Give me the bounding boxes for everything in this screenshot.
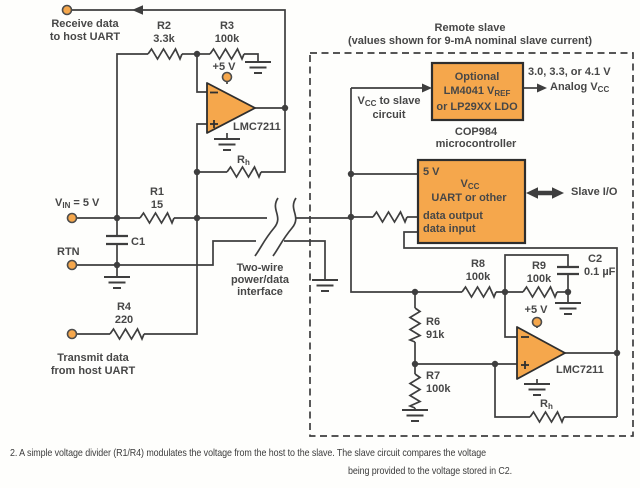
opamp-slave (516, 326, 566, 380)
ground-rtn (103, 276, 131, 289)
ldo-line3: or LP29XX LDO (436, 101, 518, 113)
ground-opamp-slave (523, 383, 551, 396)
resistor-r7 (409, 373, 421, 409)
host-supply-label: +5 V (212, 61, 236, 73)
vcc-feed-arrow-icon (422, 83, 432, 93)
remote-slave-title: Remote slave (434, 22, 506, 34)
ground-c2 (554, 302, 582, 315)
ldo-output-voltages: 3.0, 3.3, or 4.1 V (528, 66, 611, 78)
mcu-block (416, 158, 527, 245)
resistor-r9 (522, 286, 558, 298)
c1-label: C1 (131, 236, 146, 248)
ground-r7 (401, 409, 429, 422)
c2-value-label: 0.1 µF (584, 266, 616, 278)
mcu-pin-data-input: data input (423, 223, 476, 235)
mcu-title-line2: microcontroller (435, 138, 517, 150)
terminals (61, 4, 543, 340)
resistor-rh-host (226, 166, 262, 178)
slave-io-arrow-icon (526, 187, 564, 199)
slave-rh-label: Rh (540, 398, 553, 411)
resistor-r3 (209, 48, 245, 60)
slave-opamp-label: LMC7211 (556, 364, 604, 376)
slave-io-label: Slave I/O (571, 186, 618, 198)
resistor-r2 (147, 48, 183, 60)
slave-supply-label: +5 V (524, 304, 548, 316)
resistor-rh-slave (529, 411, 565, 423)
ldo-output-arrow-icon (537, 83, 547, 93)
receive-direction-arrow-icon (132, 5, 143, 15)
resistor-r1 (139, 212, 175, 224)
rtn-terminal-icon (66, 259, 78, 271)
mcu-desc-label: UART or other (431, 192, 507, 204)
ldo-line2: LM4041 VREF (443, 85, 511, 98)
mcu-pin-5v: 5 V (423, 166, 440, 178)
slave-supply-terminal-icon (531, 316, 543, 328)
ground-interface (311, 279, 339, 292)
ground-opamp-host (213, 138, 241, 151)
vin-label: VIN = 5 V (55, 197, 100, 210)
resistor-r8 (461, 286, 497, 298)
resistor-r6 (409, 307, 421, 343)
host-supply-terminal-icon (221, 71, 233, 83)
vcc-feed-label: VCC to slave (357, 95, 421, 108)
vcc-feed-label-line2: circuit (372, 109, 406, 121)
transmit-terminal-icon (66, 328, 78, 340)
ground-r3 (244, 61, 272, 74)
remote-slave-subtitle: (values shown for 9-mA nominal slave cur… (347, 35, 593, 47)
interface-break-squiggle-icon (254, 197, 297, 257)
vin-terminal-icon (66, 212, 78, 224)
opamp-host (206, 82, 256, 139)
host-rh-label: Rh (237, 154, 250, 167)
capacitor-c2 (557, 265, 579, 276)
capacitor-c1 (106, 234, 128, 246)
resistor-r4 (109, 328, 145, 340)
remote-slave-boundary (309, 52, 634, 437)
figure-caption-line1: 2. A simple voltage divider (R1/R4) modu… (10, 447, 486, 459)
ldo-block (430, 61, 525, 122)
resistor-data-output (372, 211, 408, 223)
host-opamp-label: LMC7211 (233, 121, 281, 133)
receive-terminal-icon (61, 4, 73, 16)
figure-caption-line2: being provided to the voltage stored in … (347, 465, 512, 477)
mcu-vcc-label: VCC (460, 178, 480, 191)
ldo-output-analog-vcc: Analog VCC (550, 81, 610, 94)
host-wires (67, 5, 351, 335)
rtn-label: RTN (57, 246, 80, 258)
c2-name-label: C2 (588, 253, 603, 265)
mcu-pin-data-output: data output (423, 210, 483, 222)
ldo-line1: Optional (454, 71, 500, 83)
mcu-title-line1: COP984 (454, 126, 498, 138)
junction-dots (113, 50, 621, 368)
